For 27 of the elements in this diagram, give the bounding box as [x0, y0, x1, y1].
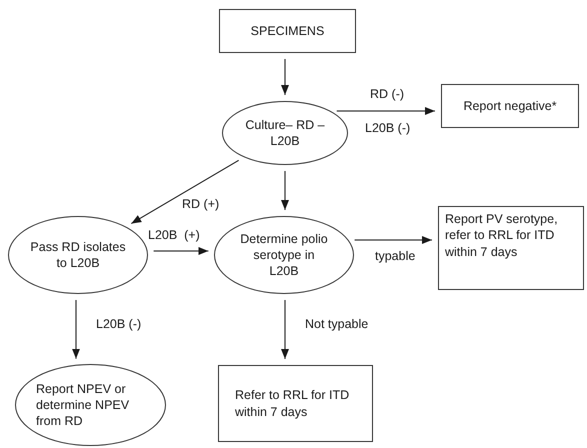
edge-label: L20B (+): [148, 227, 200, 244]
node-text: Report PV serotype, refer to RRL for ITD within 7 days: [445, 211, 559, 260]
arrow: [153, 247, 209, 255]
arrow: [336, 107, 436, 115]
process-box: [438, 206, 584, 290]
node-text: Refer to RRL for ITD within 7 days: [235, 387, 350, 420]
node-text: Report negative*: [462, 98, 558, 114]
arrow: [281, 58, 289, 96]
edge-label: RD (+): [182, 196, 220, 212]
node-text: Report NPEV or determine NPEV from RD: [36, 380, 130, 430]
arrow: [130, 160, 240, 224]
process-box: [219, 9, 356, 53]
process-box: [218, 365, 373, 442]
arrow: [281, 300, 289, 360]
edge-label: typable: [375, 248, 416, 264]
node-text: Pass RD isolates to L20B: [29, 238, 127, 272]
process-box: [441, 84, 579, 128]
node-text: Culture– RD – L20B: [244, 116, 326, 150]
arrow: [281, 170, 289, 210]
node-text: SPECIMENS: [250, 22, 326, 40]
edge-label: Not typable: [305, 316, 368, 332]
edge-label: RD (-): [370, 86, 404, 102]
arrow: [72, 299, 80, 360]
branch-label: L20B (-): [365, 120, 410, 136]
arrow: [354, 236, 432, 244]
edge-label: L20B (-): [96, 316, 142, 332]
node-text: Determine polio serotype in L20B: [239, 230, 329, 280]
